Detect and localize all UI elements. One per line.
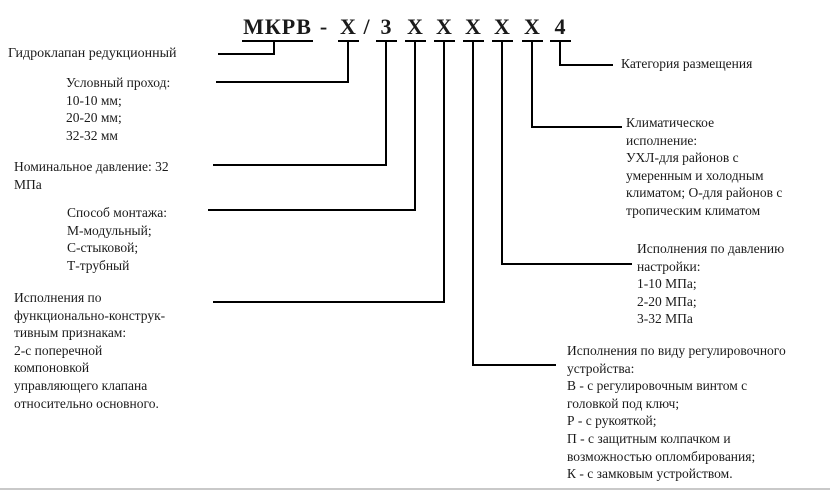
code-segment-climate: Х xyxy=(522,14,543,42)
connector-setting-hline xyxy=(501,263,632,265)
connector-product-vline xyxy=(273,42,275,55)
label-functional-design: Исполнения по функционально-конструк- ти… xyxy=(14,290,166,411)
connector-placement-vline xyxy=(559,42,561,66)
connector-mounting-vline xyxy=(414,42,416,211)
connector-product-hline xyxy=(218,53,275,55)
code-segment-setting: Х xyxy=(492,14,513,42)
code-segment-functional: Х xyxy=(434,14,455,42)
code-segment-pressure: 3 xyxy=(376,14,397,42)
connector-pressure-hline xyxy=(213,164,387,166)
code-segment-mounting: Х xyxy=(405,14,426,42)
code-segment-series: МКРВ xyxy=(242,14,313,42)
code-segment-slash: / xyxy=(363,14,371,39)
connector-adjustment-vline xyxy=(472,42,474,366)
connector-functional-vline xyxy=(443,42,445,303)
label-adjustment-device: Исполнения по виду регулировочного устро… xyxy=(567,343,786,482)
connector-climate-vline xyxy=(531,42,533,128)
connector-functional-hline xyxy=(213,301,445,303)
label-nominal-pressure: Номинальное давление: 32 МПа xyxy=(14,159,169,192)
code-segment-bore: Х xyxy=(338,14,359,42)
code-segment-dash: - xyxy=(319,14,329,39)
connector-pressure-vline xyxy=(385,42,387,166)
connector-bore-hline xyxy=(216,81,349,83)
label-climatic-version: Климатическое исполнение: УХЛ-для районо… xyxy=(626,115,783,218)
code-segment-adjustment: Х xyxy=(463,14,484,42)
code-segment-placement: 4 xyxy=(550,14,571,42)
label-setting-pressure: Исполнения по давлению настройки: 1-10 М… xyxy=(637,241,785,327)
connector-climate-hline xyxy=(531,126,622,128)
connector-setting-vline xyxy=(501,42,503,265)
connector-adjustment-hline xyxy=(472,364,556,366)
label-mounting-method: Способ монтажа: М-модульный; С-стыковой;… xyxy=(67,205,167,273)
label-nominal-bore: Условный проход: 10-10 мм; 20-20 мм; 32-… xyxy=(66,75,171,143)
label-product-name: Гидроклапан редукционный xyxy=(8,46,177,61)
connector-bore-vline xyxy=(347,42,349,83)
label-placement-category: Категория размещения xyxy=(621,56,753,71)
bottom-divider xyxy=(0,488,830,490)
connector-placement-hline xyxy=(559,64,613,66)
connector-mounting-hline xyxy=(208,209,416,211)
